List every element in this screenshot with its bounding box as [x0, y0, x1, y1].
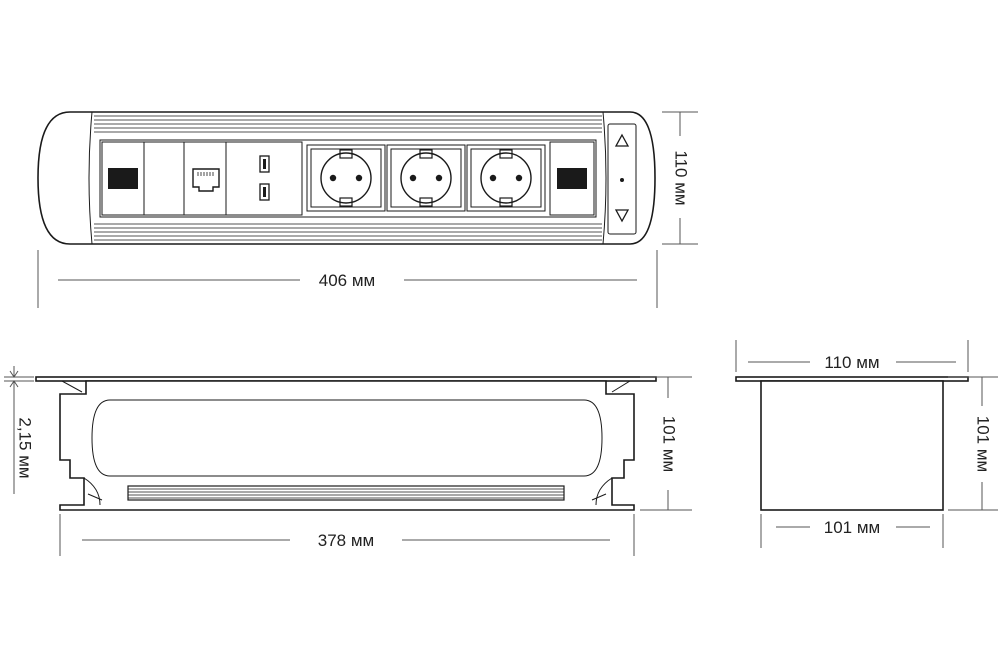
socket-face-icon	[320, 152, 372, 204]
socket-face-icon	[400, 152, 452, 204]
schuko-socket-3	[466, 144, 546, 212]
switch-left-icon	[108, 168, 138, 189]
dim-front-flange-label: 2,15 мм	[16, 417, 35, 478]
dim-top-height-label: 110 мм	[672, 150, 691, 205]
switch-right-module	[549, 141, 595, 216]
usb-port-icon	[259, 155, 270, 173]
dim-front-height-label: 101 мм	[660, 416, 679, 472]
right-end-cap	[602, 111, 607, 245]
side-view: 110 мм 101 мм 101 мм	[735, 340, 998, 548]
front-view: 2,15 мм 101 мм 378 мм	[4, 366, 692, 556]
rj45-icon	[192, 168, 220, 192]
bottom-ribs	[94, 223, 602, 241]
front-grille	[127, 485, 565, 501]
dim-side-top-width-label: 110 мм	[824, 353, 879, 372]
dim-side-bottom-width-label: 101 мм	[824, 518, 880, 537]
control-panel	[607, 123, 637, 235]
indicator-dot-icon	[620, 178, 624, 182]
arrow-down-icon	[614, 209, 630, 223]
top-ribs	[94, 115, 602, 133]
side-body	[760, 380, 944, 511]
arrow-up-icon	[614, 133, 630, 147]
usb-module	[225, 141, 303, 216]
dim-side-height: 101 мм	[948, 376, 998, 511]
socket-face-icon	[480, 152, 532, 204]
switch-right-icon	[557, 168, 587, 189]
dim-top-width-label: 406 мм	[319, 271, 375, 290]
front-body	[59, 380, 635, 511]
dim-side-top-width: 110 мм	[735, 340, 969, 372]
dim-top-width: 406 мм	[37, 250, 658, 308]
left-end-cap	[88, 111, 93, 245]
front-tube	[91, 399, 603, 477]
dim-front-width-label: 378 мм	[318, 531, 374, 550]
dim-front-width: 378 мм	[59, 514, 635, 556]
dim-side-bottom-width: 101 мм	[760, 514, 944, 548]
dim-side-height-label: 101 мм	[974, 416, 993, 472]
dim-front-height: 101 мм	[640, 376, 692, 511]
schuko-socket-2	[386, 144, 466, 212]
usb-port-icon	[259, 183, 270, 201]
top-view: 110 мм 406 мм	[37, 111, 698, 308]
module-frame	[99, 139, 597, 218]
dim-front-flange: 2,15 мм	[4, 366, 35, 494]
dim-top-height: 110 мм	[662, 111, 698, 245]
schuko-socket-1	[306, 144, 386, 212]
